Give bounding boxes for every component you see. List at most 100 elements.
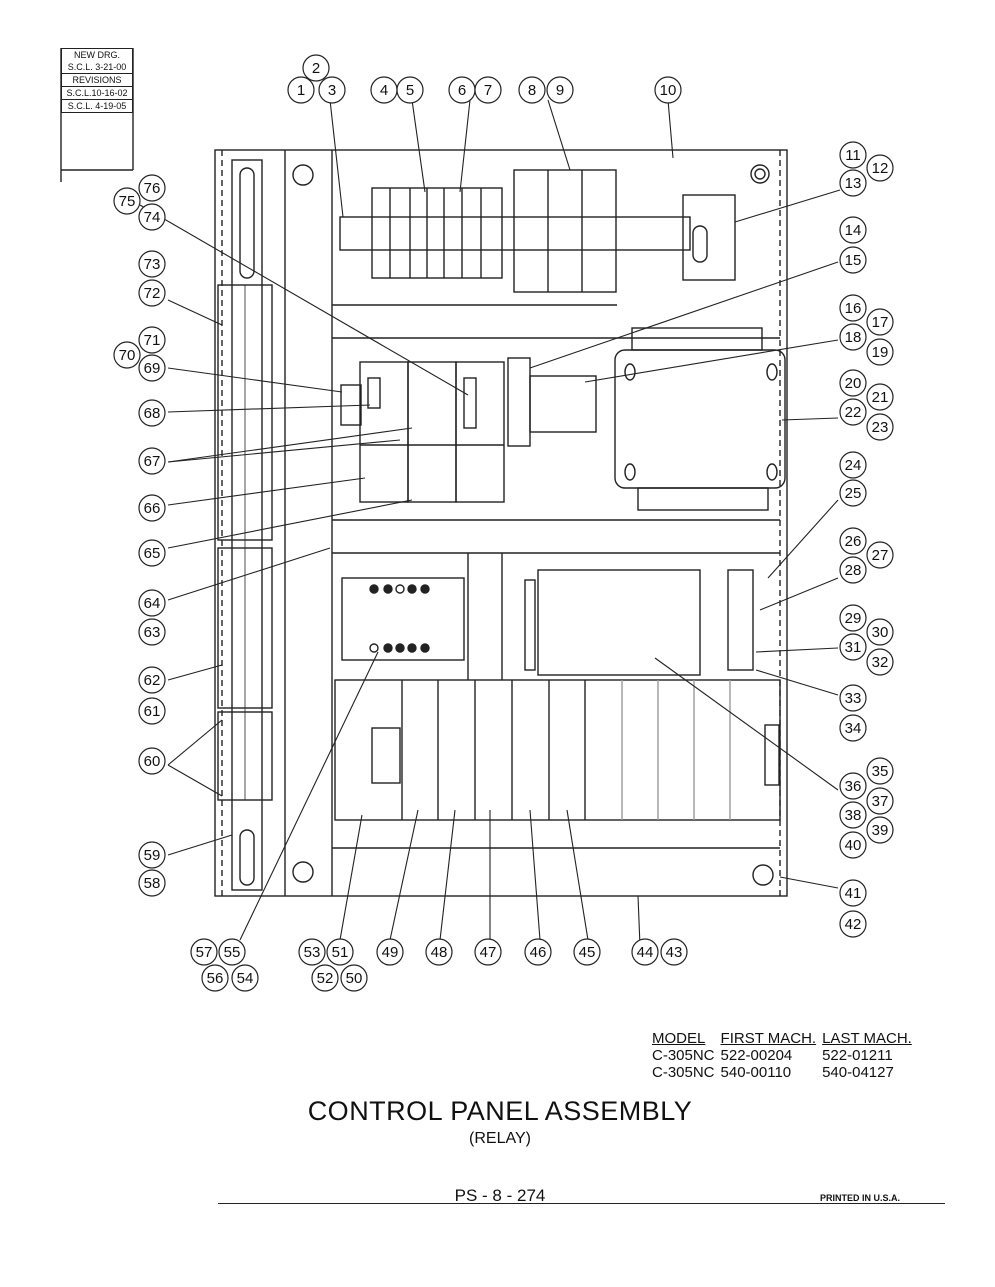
callout-circle-32 (866, 648, 894, 676)
callout-circle-59 (138, 841, 166, 869)
callout-circle-18 (839, 323, 867, 351)
model-cell: C-305NC (652, 1047, 715, 1064)
callout-circle-38 (839, 801, 867, 829)
callout-circle-48 (425, 938, 453, 966)
callout-circle-52 (311, 964, 339, 992)
callout-circle-20 (839, 369, 867, 397)
callout-circle-10 (654, 76, 682, 104)
callout-label-28: 28 (845, 562, 862, 579)
first-mach-header: FIRST MACH. (720, 1030, 817, 1047)
callout-label-55: 55 (224, 944, 241, 961)
callout-circle-72 (138, 279, 166, 307)
callout-circle-19 (866, 338, 894, 366)
callout-label-54: 54 (237, 970, 254, 987)
callout-label-21: 21 (872, 389, 889, 406)
callout-label-61: 61 (144, 703, 161, 720)
callout-label-43: 43 (666, 944, 683, 961)
callout-label-69: 69 (144, 360, 161, 377)
callout-circle-45 (573, 938, 601, 966)
callout-label-57: 57 (196, 944, 213, 961)
callout-label-4: 4 (380, 82, 388, 99)
callout-circle-54 (231, 964, 259, 992)
callout-label-45: 45 (579, 944, 596, 961)
callout-circle-8 (518, 76, 546, 104)
callout-label-31: 31 (845, 639, 862, 656)
callout-circle-70 (113, 341, 141, 369)
callout-label-6: 6 (458, 82, 466, 99)
callout-circle-36 (839, 772, 867, 800)
callout-circle-27 (866, 541, 894, 569)
callout-circle-40 (839, 831, 867, 859)
callout-circle-17 (866, 308, 894, 336)
callout-label-30: 30 (872, 624, 889, 641)
callout-circle-9 (546, 76, 574, 104)
callout-label-3: 3 (328, 82, 336, 99)
callout-label-63: 63 (144, 624, 161, 641)
callout-circle-37 (866, 787, 894, 815)
callout-label-11: 11 (845, 147, 861, 164)
page-number: PS - 8 - 274 (454, 1186, 546, 1205)
callout-label-53: 53 (304, 944, 321, 961)
callout-circle-42 (839, 910, 867, 938)
callout-label-65: 65 (144, 545, 161, 562)
callout-label-27: 27 (872, 547, 889, 564)
callout-label-1: 1 (297, 82, 305, 99)
callout-circle-75 (113, 187, 141, 215)
callout-circle-43 (660, 938, 688, 966)
callout-circle-30 (866, 618, 894, 646)
callout-circle-23 (866, 413, 894, 441)
callout-label-32: 32 (872, 654, 889, 671)
callout-label-25: 25 (845, 485, 862, 502)
callout-circle-76 (138, 174, 166, 202)
callout-circle-63 (138, 618, 166, 646)
last-mach-header: LAST MACH. (822, 1030, 912, 1047)
callout-circle-33 (839, 684, 867, 712)
callout-label-68: 68 (144, 405, 161, 422)
callout-label-71: 71 (144, 332, 161, 349)
callout-circle-26 (839, 527, 867, 555)
callout-label-47: 47 (480, 944, 497, 961)
callout-label-29: 29 (845, 610, 862, 627)
callout-circle-68 (138, 399, 166, 427)
callout-label-9: 9 (556, 82, 564, 99)
callout-circle-11 (839, 141, 867, 169)
callout-label-60: 60 (144, 753, 161, 770)
callout-circle-50 (340, 964, 368, 992)
callout-label-70: 70 (119, 347, 136, 364)
callout-circle-7 (474, 76, 502, 104)
callout-label-41: 41 (845, 885, 862, 902)
callout-label-74: 74 (144, 209, 161, 226)
callout-label-12: 12 (872, 160, 889, 177)
callout-circle-57 (190, 938, 218, 966)
callout-label-62: 62 (144, 672, 161, 689)
callout-circle-3 (318, 76, 346, 104)
callout-circle-56 (201, 964, 229, 992)
callout-circle-25 (839, 479, 867, 507)
callout-label-20: 20 (845, 375, 862, 392)
callout-label-64: 64 (144, 595, 161, 612)
first-mach-cell: 540-00110 (720, 1064, 792, 1081)
callout-label-5: 5 (406, 82, 414, 99)
callout-circle-24 (839, 451, 867, 479)
callout-circle-39 (866, 816, 894, 844)
callout-circle-1 (287, 76, 315, 104)
first-mach-cell: 522-00204 (720, 1047, 793, 1064)
page-title: CONTROL PANEL ASSEMBLY (307, 1096, 693, 1126)
model-header: MODEL (652, 1030, 706, 1047)
callout-circle-53 (298, 938, 326, 966)
callout-circle-47 (474, 938, 502, 966)
callout-circle-73 (138, 250, 166, 278)
callout-label-26: 26 (845, 533, 862, 550)
last-mach-cell: 540-04127 (822, 1064, 894, 1081)
callout-circle-29 (839, 604, 867, 632)
callout-circle-35 (866, 757, 894, 785)
callout-circle-15 (839, 246, 867, 274)
callout-label-56: 56 (207, 970, 224, 987)
callout-circle-34 (839, 714, 867, 742)
callout-label-58: 58 (144, 875, 161, 892)
callout-circle-31 (839, 633, 867, 661)
callout-circle-5 (396, 76, 424, 104)
page-subtitle: (RELAY) (469, 1130, 531, 1147)
